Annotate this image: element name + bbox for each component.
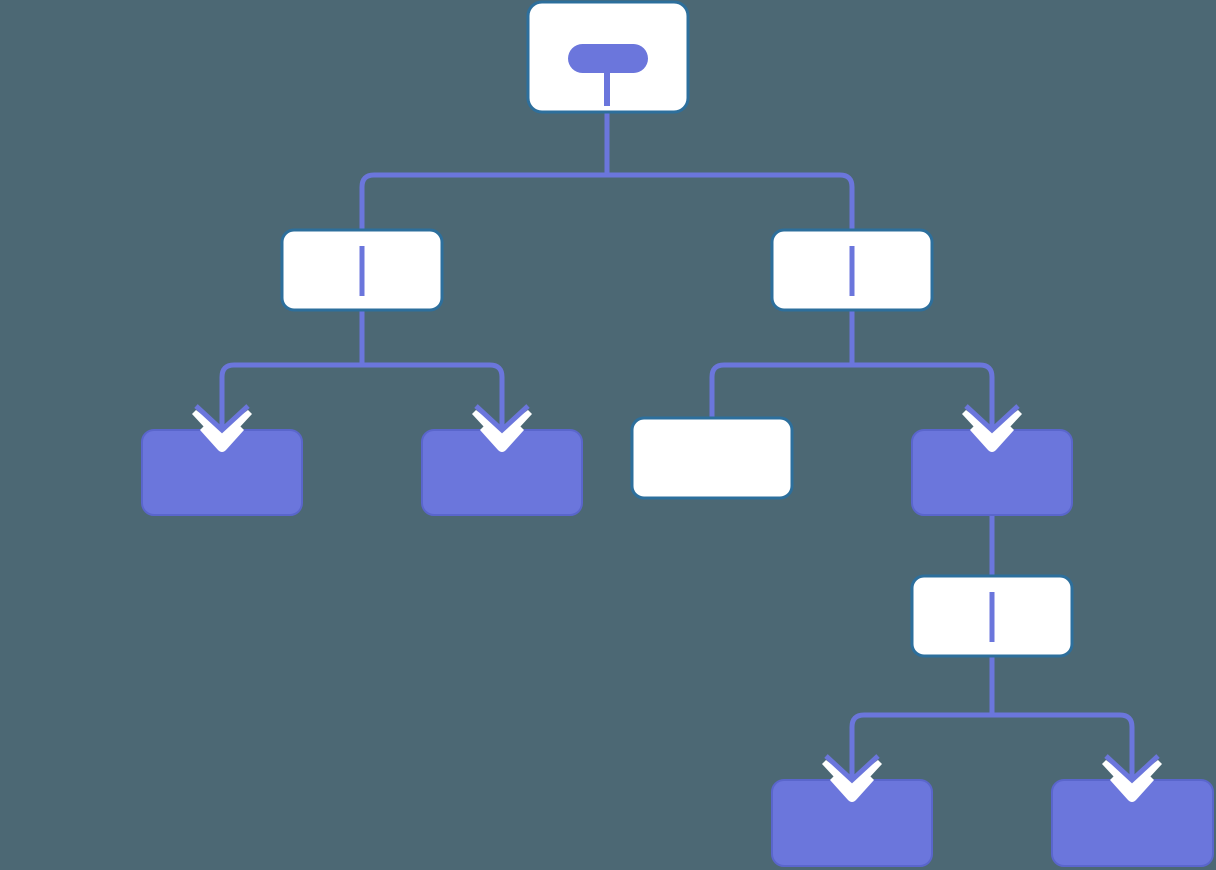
connector-fork4-left (849, 712, 992, 782)
arrow-tip-l1a (194, 404, 250, 434)
connector-fork3-right (852, 362, 995, 432)
connector-fork1-left (359, 172, 607, 230)
arrow-tip-layer (194, 404, 1160, 784)
connector-fork1-right (607, 172, 855, 230)
arrow-tip-leaf2 (1104, 754, 1160, 784)
root-pill-badge[interactable] (568, 44, 648, 73)
connector-fork2-left (219, 362, 362, 432)
line-through-layer (359, 246, 995, 642)
arrow-tip-l1b (474, 404, 530, 434)
purple-node-layer (141, 429, 1214, 867)
connector-fork2-right (362, 362, 505, 432)
node-r1a-body[interactable] (630, 416, 794, 500)
arrow-tip-r1b (964, 404, 1020, 434)
node-r1a[interactable] (630, 416, 794, 500)
arrow-tip-leaf1 (824, 754, 880, 784)
connector-fork4-right (992, 712, 1135, 782)
white-node-layer (280, 0, 1074, 658)
connector-fork3-left (709, 362, 852, 418)
node-root-badge-group (568, 44, 648, 106)
